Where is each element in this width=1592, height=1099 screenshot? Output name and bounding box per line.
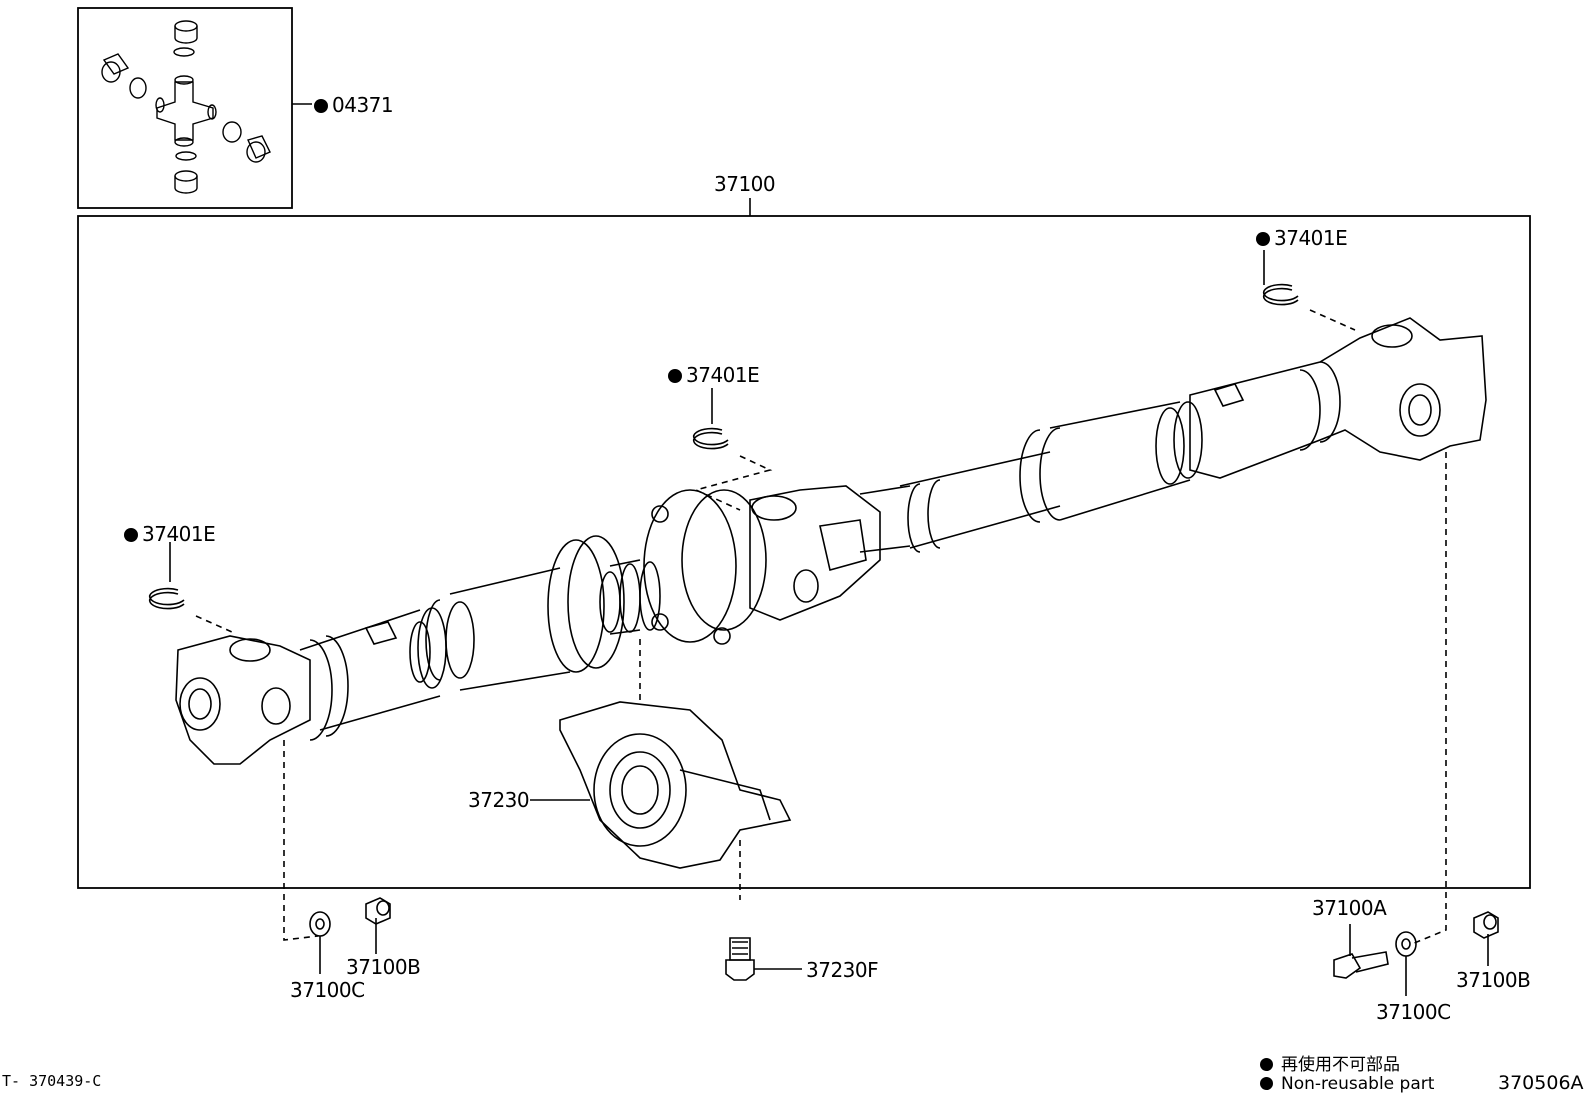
label-37100b-left[interactable]: 37100B — [346, 955, 421, 979]
label-37401e-center[interactable]: 37401E — [668, 363, 760, 387]
snap-ring-right-icon — [1262, 283, 1299, 306]
inset-frame — [77, 7, 293, 209]
label-37401e-left[interactable]: 37401E — [124, 522, 216, 546]
legend-jp: 再使用不可部品 — [1260, 1050, 1400, 1075]
footer-right-code: 370506A — [1498, 1072, 1584, 1094]
non-reusable-dot — [668, 369, 682, 383]
rear-flange-yoke-icon — [1189, 317, 1487, 479]
label-37230f[interactable]: 37230F — [806, 958, 879, 982]
center-bearing-icon — [559, 701, 792, 869]
non-reusable-dot — [124, 528, 138, 542]
bolt-center-icon — [725, 937, 755, 981]
non-reusable-dot — [314, 99, 328, 113]
washer-right-icon — [1395, 931, 1417, 957]
footer-left-code: T- 370439-C — [2, 1072, 102, 1090]
non-reusable-dot — [1256, 232, 1270, 246]
spider-kit-icon — [101, 20, 271, 194]
center-joint-icon — [643, 485, 881, 645]
front-yoke-icon — [175, 607, 447, 765]
snap-ring-center-icon — [692, 427, 729, 450]
rear-tube-icon — [1019, 401, 1203, 523]
label-37100c-right[interactable]: 37100C — [1376, 1000, 1451, 1024]
snap-ring-left-icon — [148, 587, 185, 610]
bolt-right-icon — [1333, 951, 1389, 979]
nut-left-icon — [365, 897, 391, 925]
legend-dot — [1260, 1058, 1273, 1071]
label-37100b-right[interactable]: 37100B — [1456, 968, 1531, 992]
label-37401e-right[interactable]: 37401E — [1256, 226, 1348, 250]
middle-shaft-icon — [859, 451, 1061, 553]
label-37230[interactable]: 37230 — [468, 788, 530, 812]
washer-left-icon — [309, 911, 331, 937]
label-37100a[interactable]: 37100A — [1312, 896, 1387, 920]
label-04371[interactable]: 04371 — [314, 93, 394, 117]
label-37100c-left[interactable]: 37100C — [290, 978, 365, 1002]
legend-en: Non-reusable part — [1260, 1074, 1434, 1094]
nut-right-icon — [1473, 911, 1499, 939]
legend-dot — [1260, 1077, 1273, 1090]
assembly-frame — [77, 215, 1531, 889]
slip-spline-icon — [547, 535, 661, 673]
label-37100[interactable]: 37100 — [714, 172, 776, 196]
